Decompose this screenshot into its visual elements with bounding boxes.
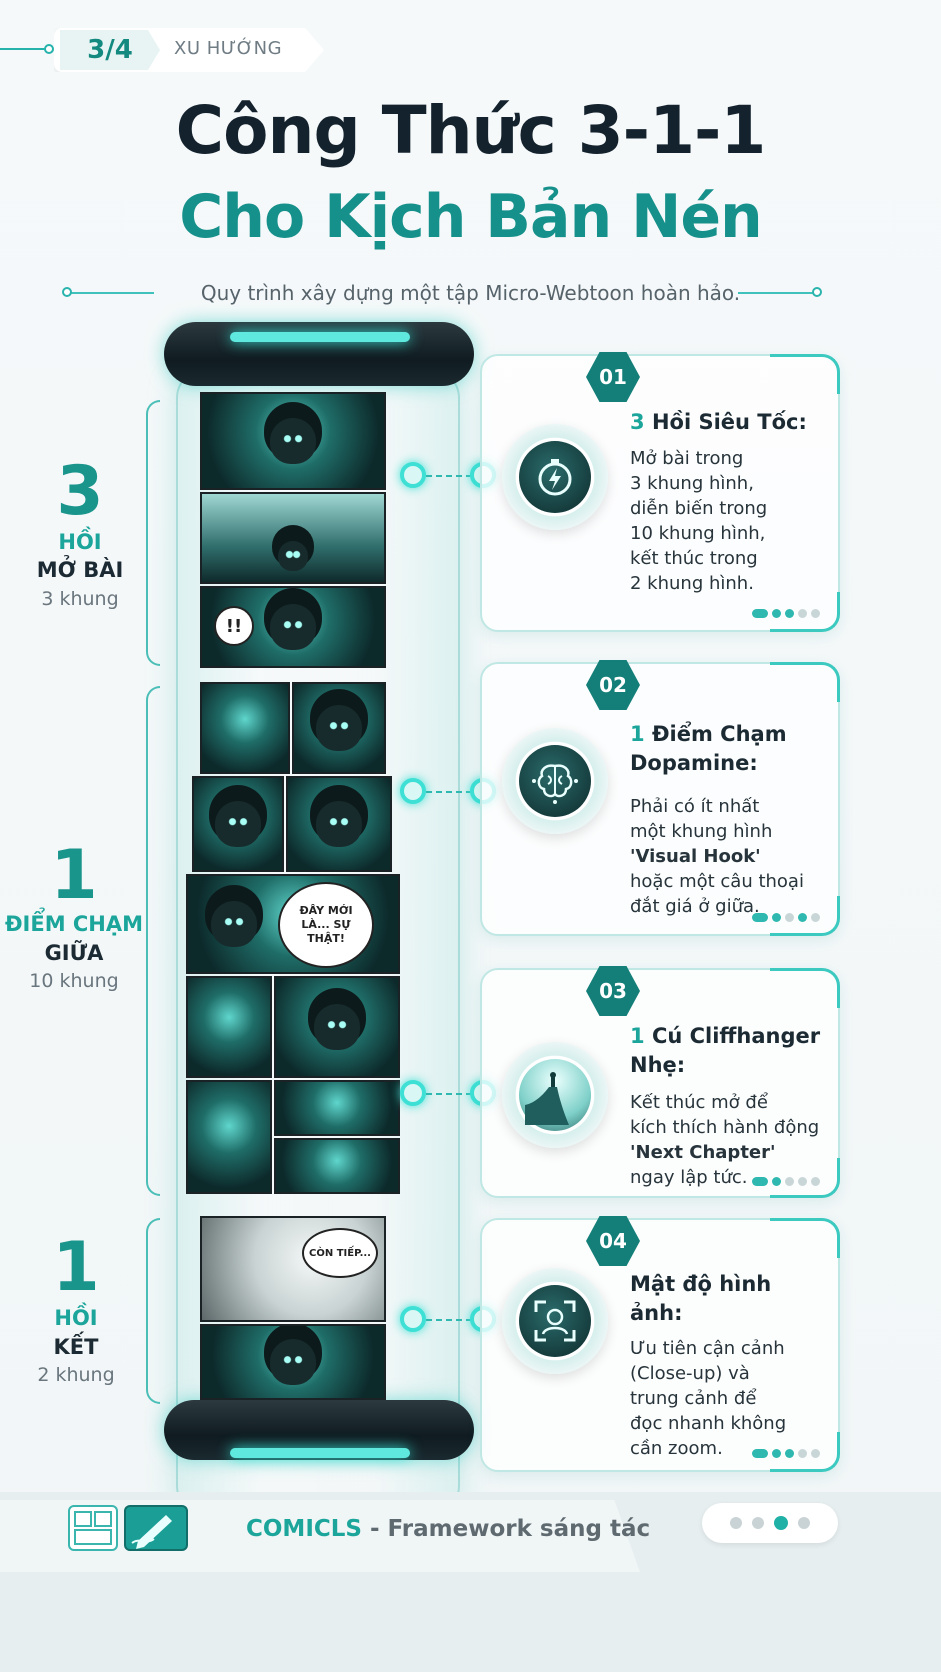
tube-bottom-glow [230,1448,410,1458]
comic-panel-action-3 [192,776,284,872]
comic-panel-action-9 [274,1138,400,1194]
section-number: 1 [50,836,98,915]
info-card-4: 04 Mật độ hình ảnh: Ưu tiên cận cảnh (Cl… [480,1216,840,1472]
comic-panel-closeup [200,392,386,490]
card-heading: 1 Cú Cliffhanger Nhẹ: [630,1024,821,1077]
card-heading: Mật độ hình ảnh: [630,1272,772,1325]
card-badge: 01 [586,352,640,402]
page-dot-1[interactable] [730,1517,742,1529]
connector-node [400,1080,426,1106]
card-icon-ring [502,728,608,834]
footer-credit: COMICLS - Framework sáng tác [246,1516,651,1542]
page-title-accent: Cho Kịch Bản Nén [179,182,763,252]
subtitle-dot-left [62,287,72,297]
page-title: Công Thức 3-1-1 [175,92,767,169]
comic-panel-action-2 [292,682,386,774]
connector-node [400,778,426,804]
comic-panel-action-4 [286,776,392,872]
section-frame-count: 10 khung [29,970,119,992]
card-heading: 3 Hồi Siêu Tốc: [630,410,807,434]
info-card-2: 02 1 Điểm Chạm Dopamine: Phải có ít nhất… [480,660,840,936]
comic-panel-action-7 [186,1080,272,1194]
comic-layout-icon [68,1505,118,1551]
card-body: Mở bài trong 3 khung hình, diễn biến tro… [630,448,768,594]
page-dot-3-active[interactable] [774,1516,788,1530]
comic-panel-reveal: ĐÂY MỚI LÀ... SỰ THẬT! [186,874,400,974]
subtitle-line-left [66,292,154,294]
top-line-decoration [0,48,48,50]
pagination-dots[interactable] [702,1503,838,1543]
pen-tablet-icon [124,1505,188,1551]
section-number: 1 [52,1228,100,1307]
connector-dash [426,1093,472,1095]
section-label-dark: KẾT [53,1335,99,1359]
section-label-dark: GIỮA [44,941,104,965]
card-progress-dots [752,1177,820,1186]
subtitle-dot-right [812,287,822,297]
section-label: XU HƯỚNG [174,38,283,59]
card-icon-ring [502,424,608,530]
section-label-teal: HỒI [54,1306,98,1330]
speech-bubble-end: CÒN TIẾP... [302,1228,378,1278]
page-dot-4[interactable] [798,1517,810,1529]
speech-bubble-reveal: ĐÂY MỚI LÀ... SỰ THẬT! [278,882,374,968]
card-badge: 03 [586,966,640,1016]
page-indicator: 3/4 [60,30,160,70]
card-heading: 1 Điểm Chạm Dopamine: [630,722,787,775]
tube-top-glow [230,332,410,342]
section-label-dark: MỞ BÀI [36,558,124,582]
section-number: 3 [56,452,104,531]
card-body: Phải có ít nhất một khung hình 'Visual H… [630,796,804,917]
subtitle: Quy trình xây dựng một tập Micro-Webtoon… [200,281,741,305]
card-body: Kết thúc mở để kích thích hành động 'Nex… [630,1092,820,1188]
section-frame-count: 3 khung [41,588,119,610]
card-badge: 04 [586,1216,640,1266]
comic-panel-action-6 [274,976,400,1078]
connector-node [400,1306,426,1332]
card-badge: 02 [586,660,640,710]
cliff-figure-icon [525,1072,569,1125]
info-card-1: 01 3 Hồi Siêu Tốc: Mở bài trong 3 khung … [480,352,840,632]
card-progress-dots [752,609,820,618]
stopwatch-lightning-icon [538,459,572,496]
comic-panel-final-eyes [200,1324,386,1400]
card-icon-ring [502,1042,608,1148]
connector-node [400,462,426,488]
card-progress-dots [752,913,820,922]
card-icon-ring [502,1268,608,1374]
comic-panel-action-5 [186,976,272,1078]
comic-panel-ending: CÒN TIẾP... [200,1216,386,1322]
subtitle-line-right [738,292,818,294]
connector-dash [426,1319,472,1321]
connector-dash [426,475,472,477]
section-label-teal: HỒI [58,530,102,554]
speech-bubble-shout: !! [214,606,254,646]
top-dot-decoration [44,44,54,54]
section-frame-count: 2 khung [37,1364,115,1386]
comic-panel-action-8 [274,1080,400,1136]
brain-icon [532,764,578,804]
info-card-3: 03 1 Cú Cliffhanger Nhẹ: Kết thúc mở để … [480,966,840,1198]
comic-panel-shock: !! [200,586,386,668]
card-progress-dots [752,1449,820,1458]
comic-panel-action-1 [200,682,290,774]
comic-panel-city [200,492,386,584]
card-body: Ưu tiên cận cảnh (Close-up) và trung cản… [630,1338,787,1459]
section-label-teal: ĐIỂM CHẠM [4,912,144,936]
connector-dash [426,791,472,793]
focus-portrait-icon [534,1300,576,1342]
page-dot-2[interactable] [752,1517,764,1529]
